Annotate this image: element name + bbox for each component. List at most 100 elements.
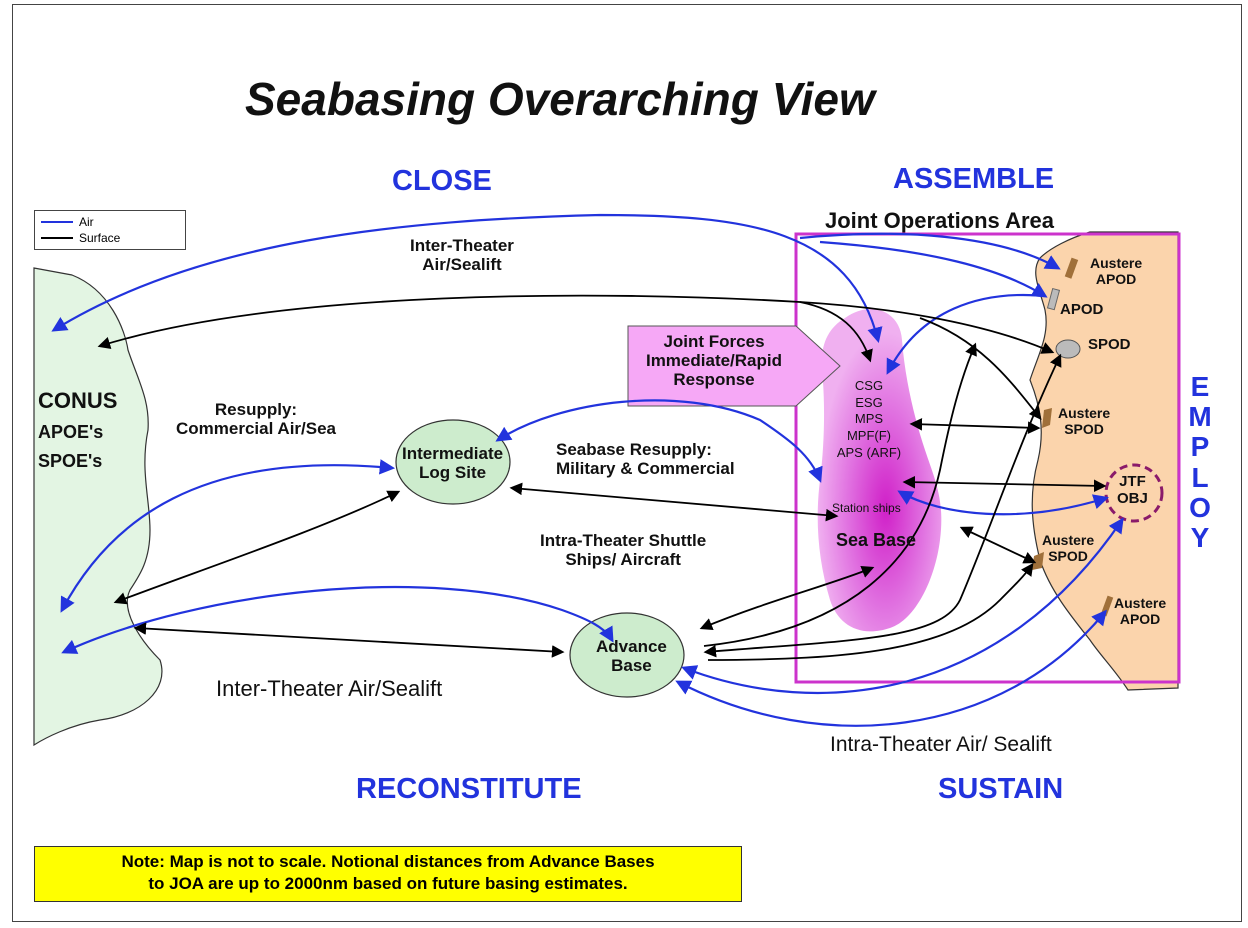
jtf-obj-line-1: JTF (1119, 473, 1146, 490)
air-route-conus-joa-top (51, 213, 883, 343)
intermediate-log-site-line-1: Intermediate (402, 444, 504, 463)
surface-route-conus-joa (97, 294, 1055, 354)
conus-line-2: APOE's (38, 422, 104, 443)
air-route-conus-advance (61, 585, 614, 654)
air-route-joa-austere-apod (799, 232, 1061, 270)
advance-base-line-2: Base (611, 656, 652, 676)
sea-base-station-ships: Station ships (832, 501, 901, 515)
austere-spod-2-label: Austere SPOD (1042, 532, 1095, 564)
spod-label: SPOD (1088, 336, 1131, 353)
legend-item-surface: Surface (41, 231, 120, 245)
austere-apod-top-marker (1064, 257, 1079, 279)
conus-landmass (33, 267, 163, 747)
air-route-apod-seabase (886, 293, 1046, 375)
spod-marker (1055, 339, 1081, 359)
joint-forces-line-3: Response (673, 370, 755, 390)
sea-base-component-esg: ESG (855, 394, 883, 410)
phase-assemble: ASSEMBLE (893, 163, 1055, 195)
sea-base-component-mps: MPS (854, 411, 884, 427)
joint-forces-line-1: Joint Forces (663, 332, 765, 351)
route-label-inter-theater-top: Inter-Theater Air/Sealift (410, 236, 514, 274)
austere-apod-bottom-label: Austere APOD (1114, 595, 1167, 627)
conus-label: CONUS APOE's SPOE's (38, 383, 117, 476)
phase-employ-letter: P (1190, 431, 1210, 463)
route-label-resupply-line-2: Commercial Air/Sea (176, 419, 336, 439)
air-route-advance-austere-apod (675, 609, 1107, 727)
route-label-intra-theater-shuttle-line-2: Ships/ Aircraft (565, 550, 681, 570)
surface-route-advance-spod (703, 353, 1062, 658)
surface-route-seabase-austere-spod-2 (959, 526, 1037, 564)
surface-route-to-austere-spod (919, 317, 1042, 420)
legend-item-air: Air (41, 215, 94, 229)
legend-label-air: Air (79, 215, 94, 229)
apod-marker (1046, 287, 1061, 311)
advance-base-label: Advance Base (596, 637, 667, 675)
route-label-inter-theater-bottom: Inter-Theater Air/Sealift (216, 676, 443, 701)
legend: Air Surface (34, 210, 186, 250)
route-label-seabase-resupply-line-1: Seabase Resupply: (556, 440, 712, 459)
intermediate-log-site-label: Intermediate Log Site (402, 444, 503, 482)
joint-forces-label: Joint Forces Immediate/Rapid Response (640, 332, 788, 389)
joint-forces-line-2: Immediate/Rapid (645, 351, 783, 371)
austere-apod-bottom-line-2: APOD (1119, 610, 1161, 627)
air-route-joa-apod (819, 240, 1048, 298)
route-label-seabase-resupply: Seabase Resupply: Military & Commercial (556, 440, 735, 478)
sea-base-component-csg: CSG (854, 378, 884, 393)
legend-swatch-air (41, 221, 73, 223)
sea-base-component-mpff: MPF(F) (846, 427, 892, 443)
apod-label: APOD (1060, 301, 1104, 318)
jtf-obj-label: JTF OBJ (1117, 473, 1148, 508)
austere-apod-bottom-line-1: Austere (1114, 595, 1167, 611)
phase-employ-letter: L (1191, 461, 1209, 493)
surface-routes (97, 294, 1107, 661)
phase-employ-letter: Y (1190, 522, 1210, 554)
phase-sustain: SUSTAIN (938, 773, 1064, 805)
legend-label-surface: Surface (79, 231, 121, 245)
phase-close: CLOSE (392, 165, 492, 197)
austere-spod-2-line-1: Austere (1042, 532, 1095, 548)
legend-swatch-surface (41, 237, 73, 239)
jtf-obj-line-2: OBJ (1117, 489, 1148, 507)
route-label-intra-theater-shuttle: Intra-Theater Shuttle Ships/ Aircraft (540, 531, 706, 569)
sea-base-components: CSG ESG MPS MPF(F) APS (ARF) (826, 378, 912, 461)
intermediate-log-site-line-2: Log Site (419, 463, 487, 483)
surface-route-conus-logsite (113, 490, 401, 605)
route-label-resupply: Resupply: Commercial Air/Sea (176, 400, 336, 438)
conus-line-1: CONUS (38, 388, 118, 413)
austere-apod-top-line-2: APOD (1095, 270, 1137, 287)
austere-spod-1-label: Austere SPOD (1058, 405, 1111, 437)
austere-spod-1-line-2: SPOD (1064, 420, 1104, 437)
sea-base-area (817, 309, 942, 632)
route-label-inter-theater-top-line-2: Air/Sealift (422, 255, 502, 275)
surface-route-to-seabase (799, 301, 873, 363)
route-label-seabase-resupply-line-2: Military & Commercial (556, 459, 735, 479)
austere-apod-top-label: Austere APOD (1090, 255, 1143, 287)
route-label-intra-theater-shuttle-line-1: Intra-Theater Shuttle (540, 531, 707, 550)
advance-base-line-1: Advance (596, 637, 667, 656)
surface-route-seabase-austere-spod-1 (909, 418, 1041, 434)
conus-line-3: SPOE's (38, 450, 103, 471)
austere-spod-1-line-1: Austere (1058, 405, 1111, 421)
route-label-inter-theater-top-line-1: Inter-Theater (410, 236, 514, 255)
phase-employ-letter: O (1189, 491, 1211, 523)
sea-base-name: Sea Base (836, 530, 917, 550)
austere-apod-top-line-1: Austere (1090, 255, 1143, 271)
joa-label: Joint Operations Area (825, 208, 1055, 233)
jtf-obj-node (1104, 463, 1164, 523)
phase-employ-letter: E (1190, 371, 1210, 402)
diagram-title: Seabasing Overarching View (245, 73, 875, 125)
phase-employ-letter: M (1188, 401, 1212, 433)
sea-base-component-aps: APS (ARF) (836, 444, 902, 460)
note-line-2: to JOA are up to 2000nm based on future … (148, 874, 628, 894)
surface-route-advance-spod-2 (707, 562, 1034, 661)
surface-route-conus-advance (133, 622, 565, 658)
route-label-intra-theater-bottom: Intra-Theater Air/ Sealift (830, 733, 1052, 756)
austere-spod-2-line-2: SPOD (1048, 547, 1088, 564)
note-box: Note: Map is not to scale. Notional dist… (34, 846, 742, 902)
surface-route-advance-top (703, 342, 977, 647)
phase-reconstitute: RECONSTITUTE (356, 773, 582, 805)
surface-route-logsite-seabase (509, 482, 839, 522)
